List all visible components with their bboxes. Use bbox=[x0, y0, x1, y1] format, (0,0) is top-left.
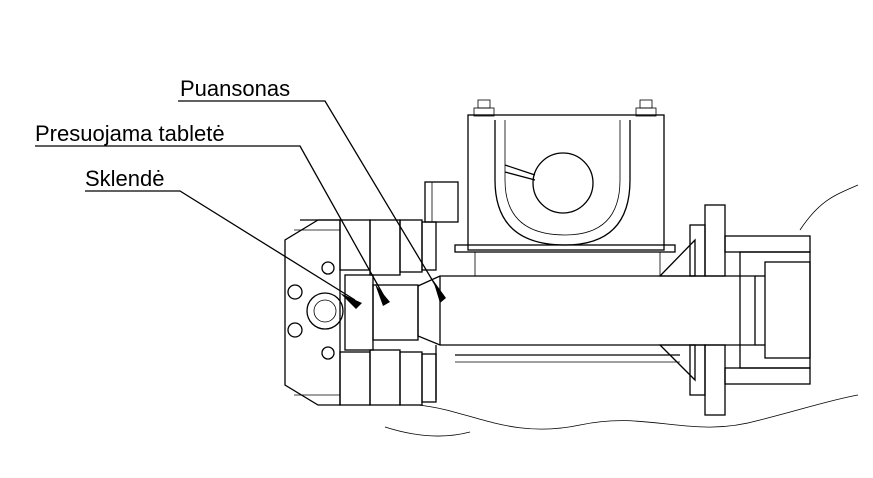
right-bearing bbox=[658, 204, 811, 416]
break-outline bbox=[384, 184, 859, 437]
punch-rod bbox=[417, 275, 756, 346]
label-punch: Puansonas bbox=[180, 76, 290, 101]
upper-bracket bbox=[424, 99, 676, 277]
label-pressed-tablet: Presuojama tabletė bbox=[35, 121, 225, 146]
leaders bbox=[35, 100, 446, 309]
left-housing bbox=[284, 219, 344, 406]
label-gate: Sklendė bbox=[85, 166, 165, 191]
lower-body bbox=[435, 345, 680, 400]
gate-flange bbox=[339, 219, 437, 406]
